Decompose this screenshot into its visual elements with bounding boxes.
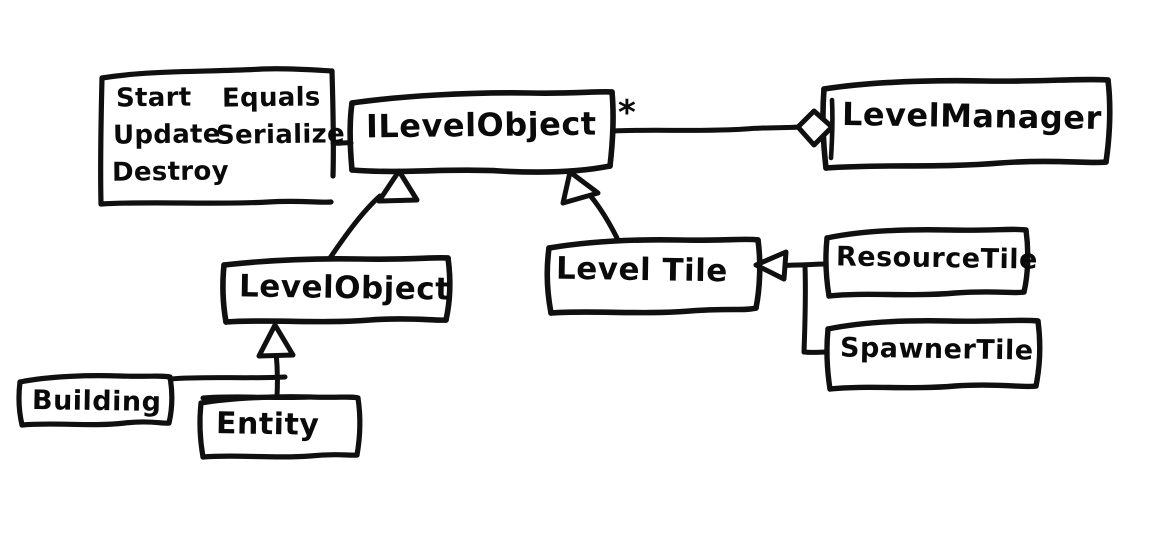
multiplicity-star: *	[618, 93, 636, 133]
levelmanager-box-shape[interactable]	[820, 76, 1113, 171]
method-update: Update	[112, 119, 221, 151]
method-destroy: Destroy	[111, 156, 230, 188]
leveltile-box-shape[interactable]	[544, 236, 763, 316]
levelobject-box-shape[interactable]	[220, 255, 453, 325]
method-serialize: Serialize	[215, 119, 346, 151]
spawnertile-box-shape[interactable]	[824, 317, 1043, 392]
edge-tiles-to-leveltile	[753, 249, 830, 355]
edge-leveltile-to-ilevelobject	[560, 169, 620, 241]
ilevelobject-box-shape[interactable]	[347, 89, 616, 175]
entity-box-shape[interactable]	[197, 394, 363, 460]
edge-subclasses-to-levelobject	[167, 322, 313, 401]
method-equals: Equals	[221, 82, 321, 114]
edge-ilevelobject-to-levelmanager	[610, 97, 835, 161]
methods-box-shape[interactable]	[97, 66, 337, 207]
method-start: Start	[115, 82, 192, 114]
resourcetile-box-shape[interactable]	[823, 226, 1031, 299]
building-box-shape[interactable]	[16, 373, 175, 428]
edge-levelobject-to-ilevelobject	[327, 168, 420, 261]
